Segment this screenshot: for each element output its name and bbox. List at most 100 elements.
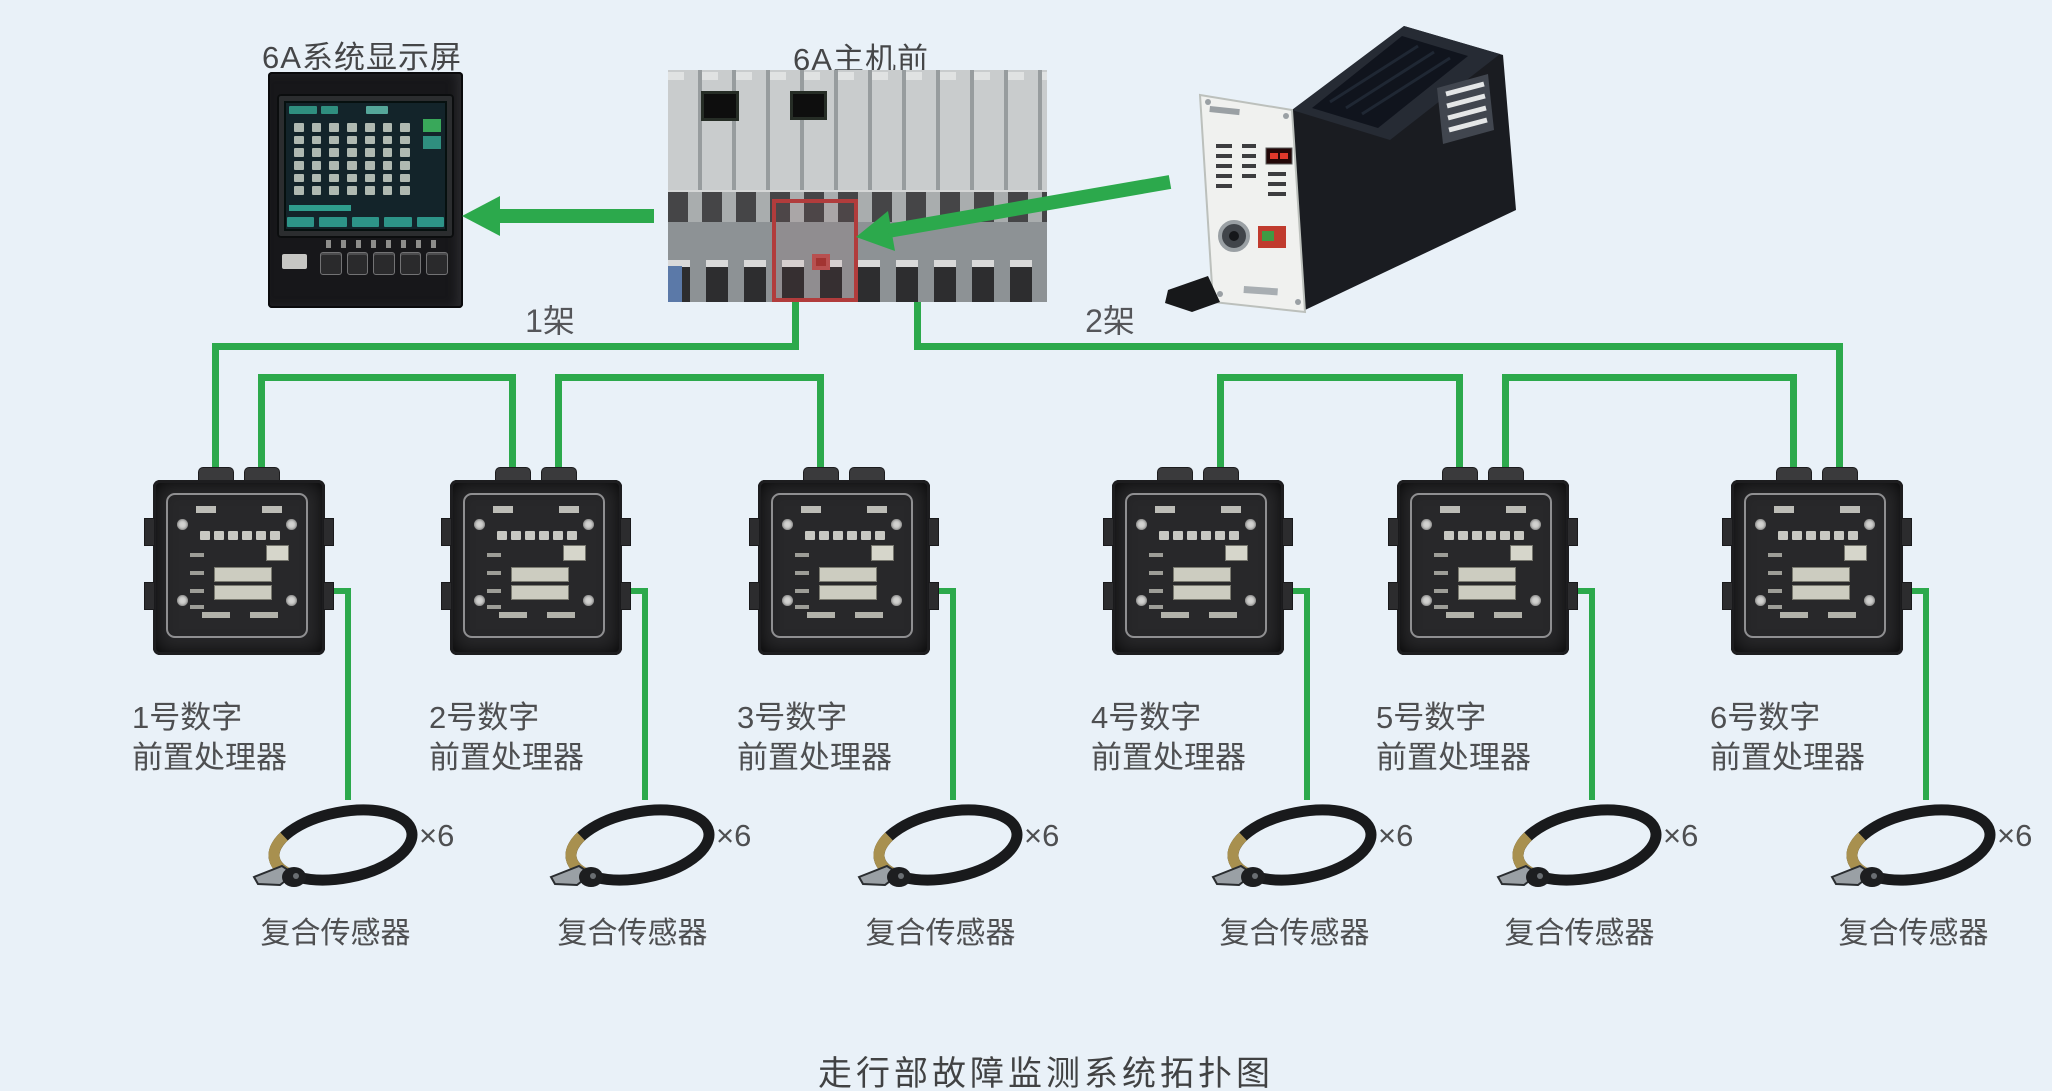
- mount-lug: [441, 582, 452, 610]
- faceplate-window: [871, 545, 894, 561]
- preprocessor-label-line2: 前置处理器: [737, 740, 892, 775]
- faceplate-text-line: [795, 605, 809, 609]
- mount-lug: [928, 582, 939, 610]
- faceplate-bar: [819, 585, 877, 600]
- module-vent-slots: [1329, 44, 1451, 116]
- screw-icon: [1864, 519, 1875, 530]
- cable-terminal-right: [849, 467, 885, 480]
- sensor-loop: [1227, 804, 1377, 886]
- connection-line: [622, 588, 648, 594]
- screen-content: [284, 101, 447, 231]
- sensor-multiplier: ×6: [1997, 818, 2033, 853]
- mount-lug: [1103, 582, 1114, 610]
- connection-line: [325, 588, 351, 594]
- mount-lug: [1388, 518, 1399, 546]
- sensor-multiplier: ×6: [1024, 818, 1060, 853]
- preprocessor-label-line2: 前置处理器: [429, 740, 584, 775]
- connection-line: [930, 588, 956, 594]
- faceplate-top-text: [196, 506, 282, 513]
- faceplate-char-row: [1444, 531, 1524, 540]
- screw-icon: [1136, 595, 1147, 606]
- screw-icon: [286, 595, 297, 606]
- mount-lug: [1901, 582, 1912, 610]
- connection-line: [1217, 374, 1463, 381]
- keypad-labels: [326, 240, 436, 248]
- screw-icon: [782, 595, 793, 606]
- mount-lug: [1567, 582, 1578, 610]
- composite-sensor-photo: [1496, 804, 1662, 887]
- rack-connector-socket: [701, 91, 739, 121]
- mount-lug: [749, 582, 760, 610]
- sensor-loop-band: [1227, 804, 1377, 886]
- faceplate-text-line: [487, 605, 501, 609]
- screw-icon: [891, 519, 902, 530]
- connection-line: [555, 374, 562, 470]
- preprocessor-label-line2: 前置处理器: [132, 740, 287, 775]
- faceplate-top-text: [801, 506, 887, 513]
- sensor-label: 复合传感器: [1504, 917, 1655, 950]
- screw-icon: [583, 595, 594, 606]
- monitor-module-photo: [1165, 26, 1516, 314]
- faceplate-bottom-text: [499, 612, 575, 618]
- sensor-lug: [1211, 864, 1255, 887]
- faceplate-top-text: [1440, 506, 1526, 513]
- faceplate-text-line: [1768, 589, 1782, 593]
- faceplate-bar: [1173, 585, 1231, 600]
- faceplate-text-line: [1149, 571, 1163, 575]
- faceplate-text-line: [795, 571, 809, 575]
- green-indicator: [1262, 231, 1274, 241]
- faceplate-text-line: [1434, 571, 1448, 575]
- faceplate-window: [563, 545, 586, 561]
- faceplate-bottom-text: [1446, 612, 1522, 618]
- module-front-panel: [1198, 93, 1307, 314]
- bogie-status-grid: [294, 123, 410, 195]
- screw-icon: [177, 595, 188, 606]
- connection-line: [914, 302, 921, 350]
- faceplate-frame: [771, 493, 913, 638]
- rack2-label: 2架: [1085, 303, 1135, 339]
- faceplate-text-line: [1149, 589, 1163, 593]
- sensor-loop-band: [1846, 804, 1996, 886]
- faceplate-char-row: [805, 531, 885, 540]
- rack1-label: 1架: [525, 303, 575, 339]
- mount-lug: [1282, 518, 1293, 546]
- faceplate-text-line: [1434, 589, 1448, 593]
- mount-lug: [144, 518, 155, 546]
- module-side-label-lines: [1445, 81, 1488, 133]
- sensor-loop: [565, 804, 715, 886]
- mount-lug: [323, 582, 334, 610]
- connection-line: [212, 343, 219, 470]
- sensor-multiplier: ×6: [716, 818, 752, 853]
- sensor-clamp: [1241, 867, 1265, 887]
- faceplate-top-text: [493, 506, 579, 513]
- faceplate-window: [266, 545, 289, 561]
- faceplate-bar: [1173, 567, 1231, 582]
- faceplate-bottom-text: [807, 612, 883, 618]
- connection-line: [642, 588, 648, 800]
- sensor-multiplier: ×6: [419, 818, 455, 853]
- connection-line: [509, 374, 516, 470]
- sensor-loop-band: [1512, 804, 1662, 886]
- preprocessor-photo: [441, 467, 631, 655]
- faceplate-text-line: [795, 589, 809, 593]
- preprocessor-unit: 1号数字 前置处理器 ×6 复合传感器: [132, 466, 493, 966]
- screw-icon: [782, 519, 793, 530]
- mount-lug: [1103, 518, 1114, 546]
- connection-line: [1456, 374, 1463, 470]
- screw-icon: [1245, 519, 1256, 530]
- mount-lug: [1901, 518, 1912, 546]
- led-display: [1265, 147, 1293, 165]
- faceplate-text-line: [1768, 571, 1782, 575]
- faceplate-text-line: [1434, 553, 1448, 557]
- sensor-label: 复合传感器: [1838, 917, 1989, 950]
- faceplate-top-text: [1155, 506, 1241, 513]
- faceplate-char-row: [1159, 531, 1239, 540]
- mount-lug: [1388, 582, 1399, 610]
- faceplate-window: [1844, 545, 1867, 561]
- sensor-clamp: [1526, 867, 1550, 887]
- connection-line: [950, 588, 956, 800]
- connection-line: [1502, 374, 1509, 470]
- faceplate-frame: [1125, 493, 1267, 638]
- preprocessor-label-line1: 4号数字: [1091, 700, 1202, 735]
- sensor-lug: [857, 864, 901, 887]
